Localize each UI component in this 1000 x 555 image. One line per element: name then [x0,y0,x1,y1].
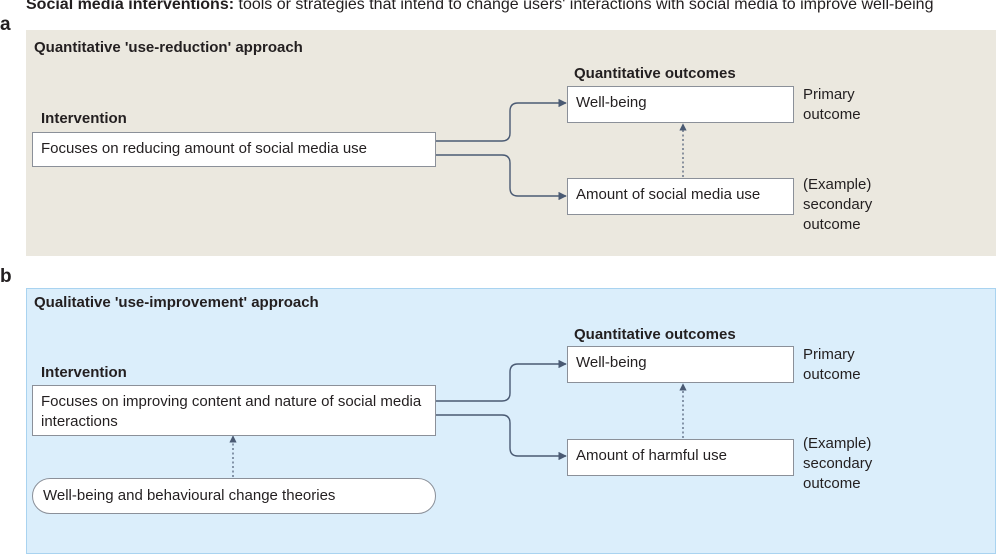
panel-b-title: Qualitative 'use-improvement' approach [34,294,319,311]
panel-b-intervention-label: Intervention [41,364,127,381]
panel-b-theory-box: Well-being and behavioural change theori… [32,478,436,514]
panel-a-intervention-box: Focuses on reducing amount of social med… [32,132,436,167]
panel-b-letter: b [0,266,12,287]
panel-a-outcomes-label: Quantitative outcomes [574,65,736,82]
panel-a-intervention-label: Intervention [41,110,127,127]
panel-a-wellbeing-text: Well-being [576,94,647,111]
panel-a-letter: a [0,14,11,35]
panel-a-arrow-to-wellbeing [436,98,567,142]
panel-a-use-text: Amount of social media use [576,186,761,203]
panel-b-harmful-box: Amount of harmful use [567,439,794,476]
panel-a-arrow-to-use [436,154,567,201]
panel-a-primary-note: Primary outcome [803,86,861,123]
panel-a-intervention-text: Focuses on reducing amount of social med… [41,140,368,157]
panel-b-primary-note: Primary outcome [803,346,861,383]
panel-a-wellbeing-box: Well-being [567,86,794,123]
panel-b-theory-text: Well-being and behavioural change theori… [43,487,336,504]
panel-b-outcomes-label: Quantitative outcomes [574,326,736,343]
header-bold: Social media interventions: [26,0,235,13]
panel-b-arrow-to-harmful [436,414,567,461]
panel-b-intervention-text: Focuses on improving content and nature … [41,393,422,430]
panel-b-wellbeing-text: Well-being [576,354,647,371]
panel-b-arrow-to-wellbeing [436,359,567,402]
panel-b-harmful-text: Amount of harmful use [576,447,727,464]
panel-a-title: Quantitative 'use-reduction' approach [34,39,303,56]
header-text: tools or strategies that intend to chang… [234,0,934,13]
panel-b-wellbeing-box: Well-being [567,346,794,383]
panel-a-secondary-note: (Example) secondary outcome [803,176,873,233]
panel-a-use-box: Amount of social media use [567,178,794,215]
panel-b-secondary-note: (Example) secondary outcome [803,435,873,492]
figure-header: Social media interventions: tools or str… [26,0,933,14]
panel-b-intervention-box: Focuses on improving content and nature … [32,385,436,436]
